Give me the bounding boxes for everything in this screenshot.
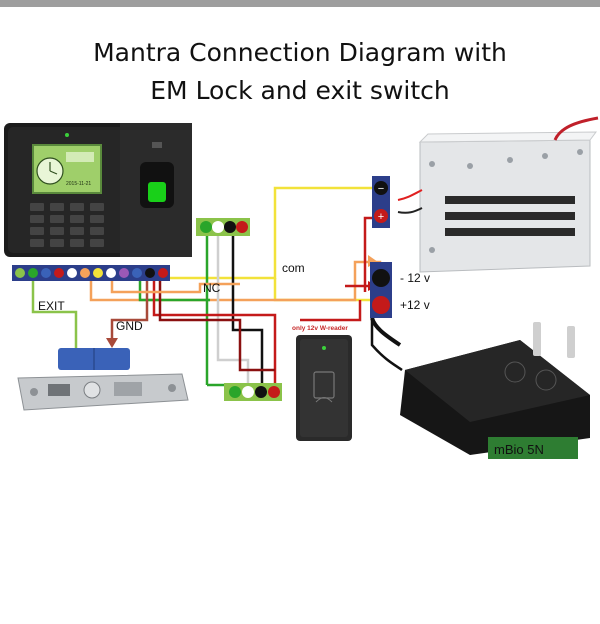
terminal-strip-main (12, 265, 170, 281)
mantra-device: 2015-11-21 (4, 123, 192, 257)
card-reader (296, 335, 352, 441)
terminal-strip-reader-top (196, 218, 250, 236)
nc-label: NC (203, 281, 221, 295)
title-line-2: EM Lock and exit switch (150, 76, 450, 105)
plus-12v-label: +12 v (400, 298, 430, 312)
terminal-power (370, 262, 392, 318)
exit-button-icon (83, 381, 101, 399)
device-date: 2015-11-21 (66, 181, 91, 187)
top-status-bar (0, 0, 600, 7)
reader-note: only 12v W-reader (292, 325, 348, 332)
keypad (30, 203, 104, 247)
terminal-lock: − + (372, 176, 390, 228)
em-lock (397, 116, 599, 273)
model-label-box (488, 437, 578, 459)
model-label: mBio 5N (494, 442, 544, 457)
lock-plus-label: + (378, 211, 384, 223)
exit-switch (17, 348, 189, 411)
lock-minus-label: − (378, 183, 384, 195)
minus-12v-label: - 12 v (400, 271, 430, 285)
diagram-title: Mantra Connection Diagram with EM Lock a… (0, 34, 600, 110)
power-adapter (370, 317, 590, 455)
gnd-label: GND (116, 319, 143, 333)
terminal-strip-reader-bottom (224, 383, 282, 401)
com-label: com (282, 261, 305, 275)
exit-label: EXIT (38, 299, 65, 313)
title-line-1: Mantra Connection Diagram with (93, 38, 507, 67)
